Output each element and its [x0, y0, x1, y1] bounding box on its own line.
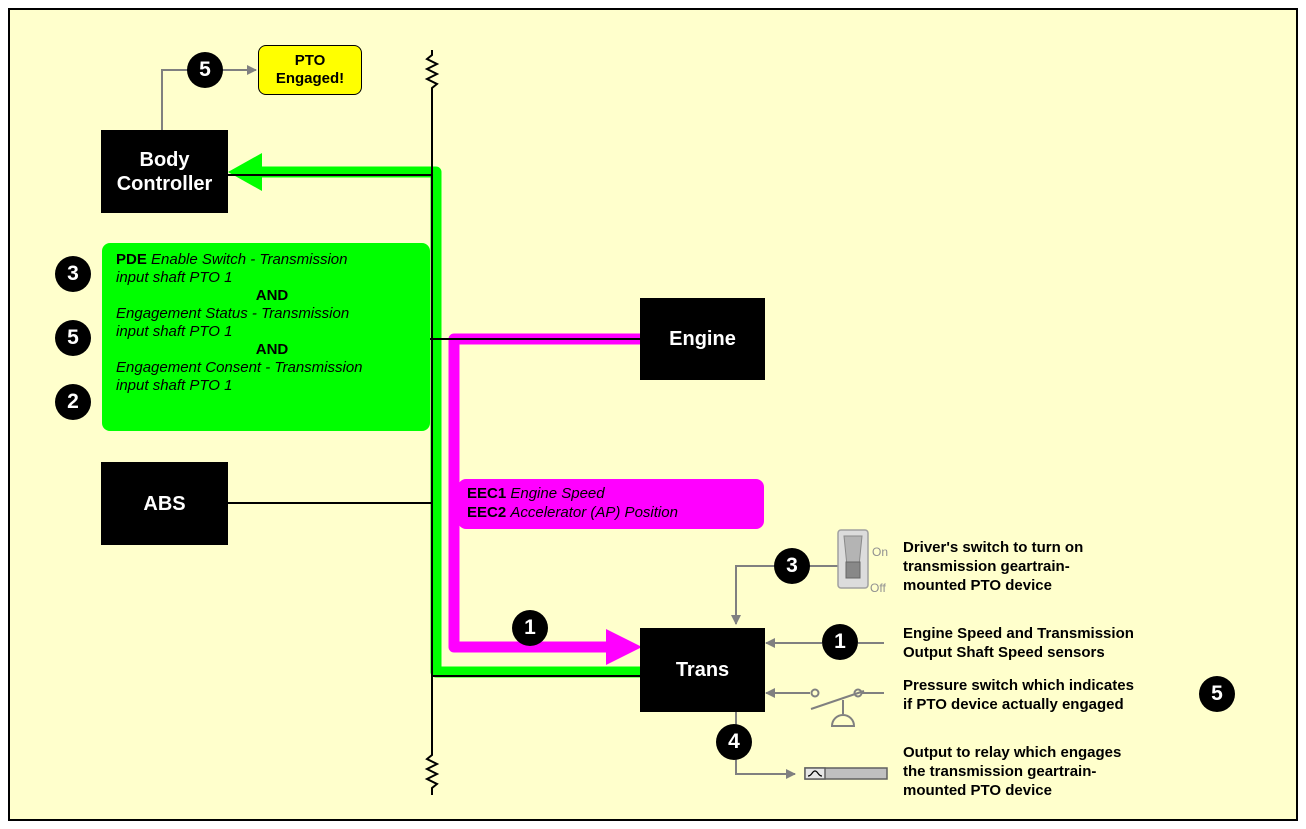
- green-message-text: PDE Enable Switch - Transmission input s…: [116, 251, 363, 394]
- pde-code: PDE: [116, 251, 147, 268]
- bus-break-icon: [424, 750, 440, 795]
- step-badge-pde: 3: [55, 256, 91, 292]
- switch-on-label: On: [872, 545, 889, 559]
- pressure-switch-description: Pressure switch which indicates if PTO d…: [903, 677, 1134, 713]
- magenta-message-box: [458, 479, 764, 529]
- step-badge-pressure-switch: 5: [1199, 676, 1235, 712]
- step-badge-driver-switch: 3: [774, 548, 810, 584]
- switch-off-label: Off: [870, 581, 886, 595]
- green-message-box: [102, 243, 430, 431]
- pressure-switch-icon: [810, 688, 884, 727]
- sensors-description: Engine Speed and Transmission Output Sha…: [903, 625, 1134, 661]
- relay-icon: [804, 767, 888, 780]
- magenta-message-text: EEC1 Engine Speed EEC2 Accelerator (AP) …: [467, 485, 678, 521]
- step-badge-alert: 5: [187, 52, 223, 88]
- bus-break-icon: [424, 50, 440, 92]
- magenta-arrowhead: [606, 629, 642, 665]
- driver-switch-description: Driver's switch to turn on transmission …: [903, 539, 1084, 594]
- step-badge-sensors: 1: [822, 624, 858, 660]
- green-message-path: [260, 166, 640, 678]
- relay-description: Output to relay which engages the transm…: [903, 744, 1122, 799]
- toggle-switch-icon: [837, 529, 869, 589]
- step-badge-engine-speed: 1: [512, 610, 548, 646]
- step-badge-engagement-consent: 2: [55, 384, 91, 420]
- abs-node: ABS: [101, 462, 228, 545]
- engine-node: Engine: [640, 298, 765, 380]
- trans-node: Trans: [640, 628, 765, 712]
- step-badge-relay: 4: [716, 724, 752, 760]
- green-arrowhead: [228, 153, 262, 191]
- step-badge-engagement-status: 5: [55, 320, 91, 356]
